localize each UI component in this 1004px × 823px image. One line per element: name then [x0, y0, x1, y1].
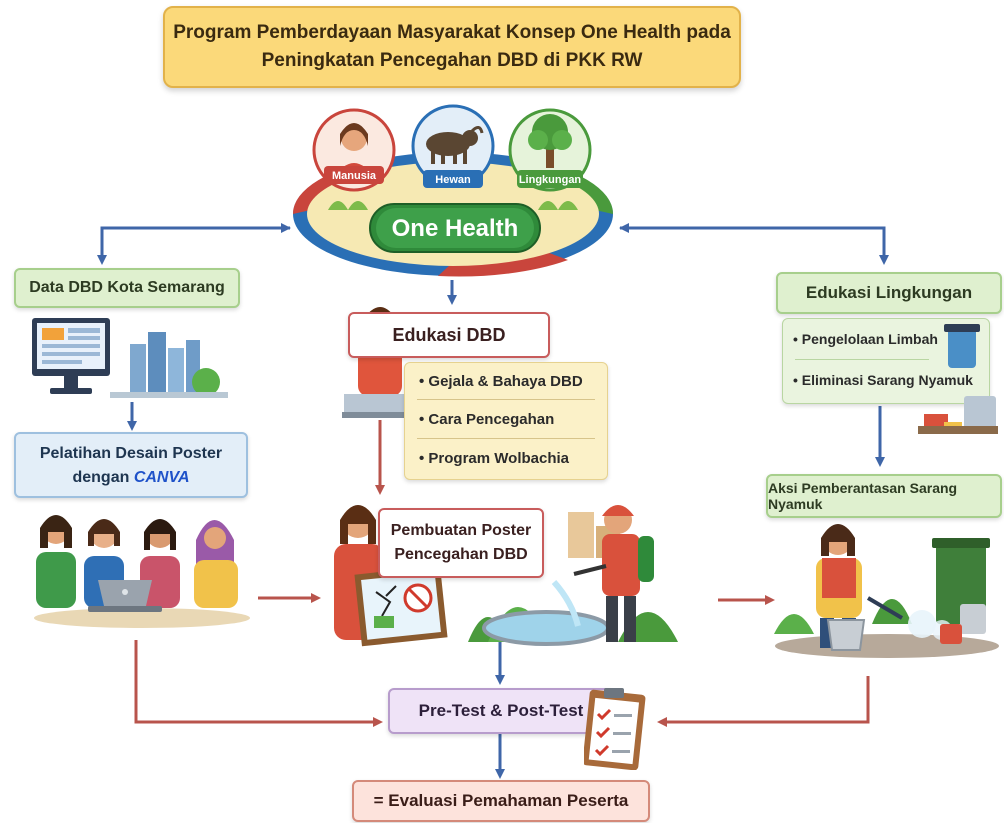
- poster-line-2: Pencegahan DBD: [394, 546, 528, 563]
- training-line-2: dengan CANVA: [16, 466, 246, 490]
- training-group-illustration: [34, 515, 250, 628]
- waste-illustration: [918, 324, 998, 434]
- edukasi-dbd-label: Edukasi DBD: [348, 312, 550, 358]
- poster-line-1: Pembuatan Poster: [390, 522, 532, 539]
- evaluation-text: = Evaluasi Pemahaman Peserta: [373, 791, 629, 810]
- hewan-label: Hewan: [435, 174, 471, 186]
- lingkungan-circle: Lingkungan: [508, 108, 592, 192]
- training-label: Pelatihan Desain Poster dengan CANVA: [14, 432, 248, 498]
- arrow-left-to-test: [134, 640, 383, 727]
- bullet-wolbachia: • Program Wolbachia: [419, 449, 570, 467]
- bullet-sarang: • Eliminasi Sarang Nyamuk: [793, 372, 973, 388]
- data-dbd-text: Data DBD Kota Semarang: [29, 279, 225, 296]
- mosquito-poster-icon: [354, 565, 448, 647]
- monitor-icon: [32, 318, 110, 394]
- poster-making-illustration: [334, 505, 678, 647]
- computer-city-illustration: [32, 318, 228, 398]
- one-health-hub: One Health Manusia Hewan: [292, 104, 614, 277]
- trash-bin-icon: [944, 324, 980, 368]
- training-line-1: Pelatihan Desain Poster: [39, 445, 223, 462]
- title-line-1: Program Pemberdayaan Masyarakat Konsep O…: [173, 22, 731, 43]
- evaluation-box: = Evaluasi Pemahaman Peserta: [352, 780, 650, 822]
- trainee-1: [36, 515, 76, 608]
- trainee-3: [140, 519, 180, 608]
- arrow-onehealth-right: [620, 226, 889, 265]
- manusia-label: Manusia: [332, 170, 377, 182]
- animal-icon: [426, 126, 484, 164]
- manusia-circle: Manusia: [312, 108, 396, 192]
- edukasi-dbd-text: Edukasi DBD: [392, 324, 506, 345]
- aksi-illustration: [774, 524, 999, 658]
- lingkungan-label: Lingkungan: [519, 174, 582, 186]
- one-health-label: One Health: [392, 215, 519, 242]
- bullet-divider: [417, 399, 595, 400]
- trainee-4: [194, 520, 238, 608]
- bullet-pencegahan: • Cara Pencegahan: [419, 410, 555, 428]
- bullet-limbah: • Pengelolaan Limbah: [793, 331, 938, 347]
- aksi-text: Aksi Pemberantasan Sarang Nyamuk: [768, 480, 958, 512]
- clipboard-icon: [584, 688, 646, 770]
- water-basin-icon: [482, 610, 610, 646]
- edukasi-dbd-panel: • Gejala & Bahaya DBD • Cara Pencegahan …: [404, 362, 608, 480]
- tree-icon: [528, 114, 572, 168]
- laptop-icon: [88, 580, 162, 612]
- bullet-gejala: • Gejala & Bahaya DBD: [419, 372, 583, 390]
- bullet-divider: [417, 438, 595, 439]
- fogging-worker: [573, 505, 654, 642]
- arrow-onehealth-left: [97, 226, 290, 265]
- title-line-2: Peningkatan Pencegahan DBD di PKK RW: [261, 50, 643, 71]
- pre-post-test-text: Pre-Test & Post-Test: [418, 701, 584, 720]
- hewan-circle: Hewan: [411, 104, 495, 188]
- edukasi-lingkungan-text: Edukasi Lingkungan: [805, 283, 973, 302]
- bullet-divider: [795, 359, 929, 360]
- aksi-label: Aksi Pemberantasan Sarang Nyamuk: [766, 474, 1002, 518]
- training-line-2-prefix: dengan: [72, 469, 134, 486]
- data-dbd-label: Data DBD Kota Semarang: [14, 268, 240, 308]
- arrow-right-to-test: [657, 676, 870, 727]
- pre-post-test-box: Pre-Test & Post-Test: [388, 688, 614, 734]
- poster-label: Pembuatan Poster Pencegahan DBD: [378, 508, 544, 578]
- edukasi-lingkungan-label: Edukasi Lingkungan: [776, 272, 1002, 314]
- bucket-icon: [826, 619, 866, 651]
- title-banner: Program Pemberdayaan Masyarakat Konsep O…: [163, 6, 741, 88]
- canva-brand: CANVA: [133, 469, 190, 486]
